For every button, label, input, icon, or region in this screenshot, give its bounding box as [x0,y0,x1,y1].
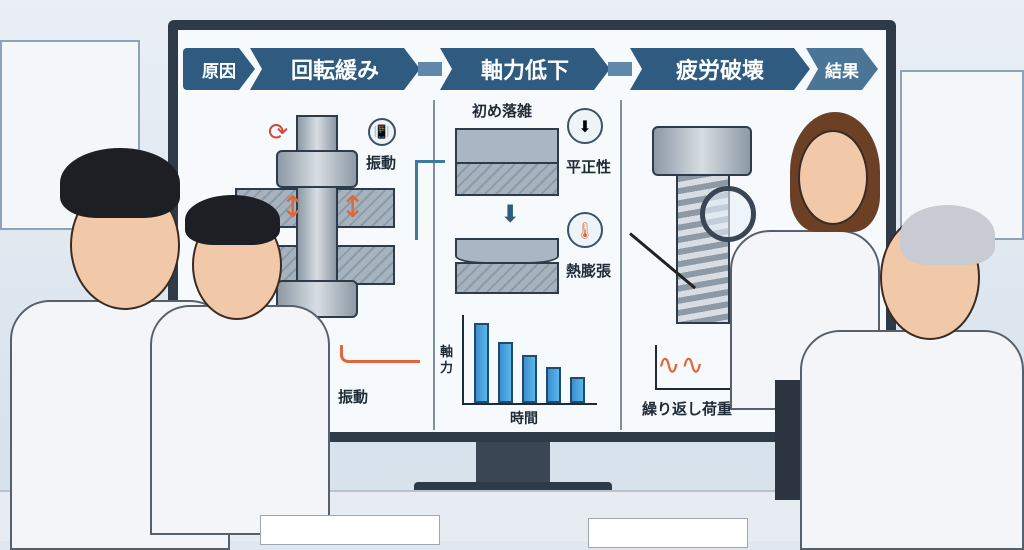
flow-step-rotational-loosening: 回転緩み [250,48,420,90]
section-divider [620,100,622,430]
failed-bolt-head [652,126,752,176]
chart-bar [570,377,585,403]
magnifier-icon [700,186,756,242]
surface-block-flat [455,128,559,164]
flow-step-axial-force-drop: 軸力低下 [440,48,610,90]
chart-bar [498,342,513,403]
flow-arrow [608,62,632,76]
surface-block-base [455,162,559,196]
chart-ylabel: 軸力 [440,345,454,376]
down-arrow-icon: ⬇ [500,200,521,228]
thermometer-icon: 🌡 [567,212,603,248]
surface-block-base [455,262,559,294]
vibration-label-bottom: 振動 [338,388,369,406]
connector-arrow [415,160,445,240]
feedback-arrow [340,345,420,363]
section-divider [433,100,435,430]
force-arrow-icon: ↕ [280,190,306,225]
flow-result: 結果 [806,48,878,90]
flatness-label: 平正性 [566,158,612,176]
vibration-icon: 📳 [368,118,396,146]
flow-step-fatigue-failure: 疲労破壊 [630,48,810,90]
chart-xlabel: 時間 [510,411,538,427]
axial-force-bar-chart [462,315,597,405]
chart-bar [474,323,489,403]
chart-bar [546,367,561,403]
bolt-head [276,280,358,318]
blueprint-paper [588,518,748,548]
monitor-stand [476,442,550,484]
flow-arrow [418,62,442,76]
cyclic-load-label: 繰り返し荷重 [642,400,733,418]
flow-cause: 原因 [183,48,255,90]
surface-block-deformed [455,238,559,264]
vibration-label-top: 振動 [366,154,397,172]
thermal-expansion-label: 熱膨張 [566,262,612,280]
chart-bar [522,355,537,403]
rotation-arrow-icon: ⟳ [268,118,289,146]
nut-top [276,150,358,188]
initial-settling-label: 初め落雑 [472,102,533,120]
force-arrow-icon: ↕ [340,190,366,225]
sine-wave-icon: ∿∿ [655,345,745,390]
flatness-icon: ⬇ [567,108,603,144]
